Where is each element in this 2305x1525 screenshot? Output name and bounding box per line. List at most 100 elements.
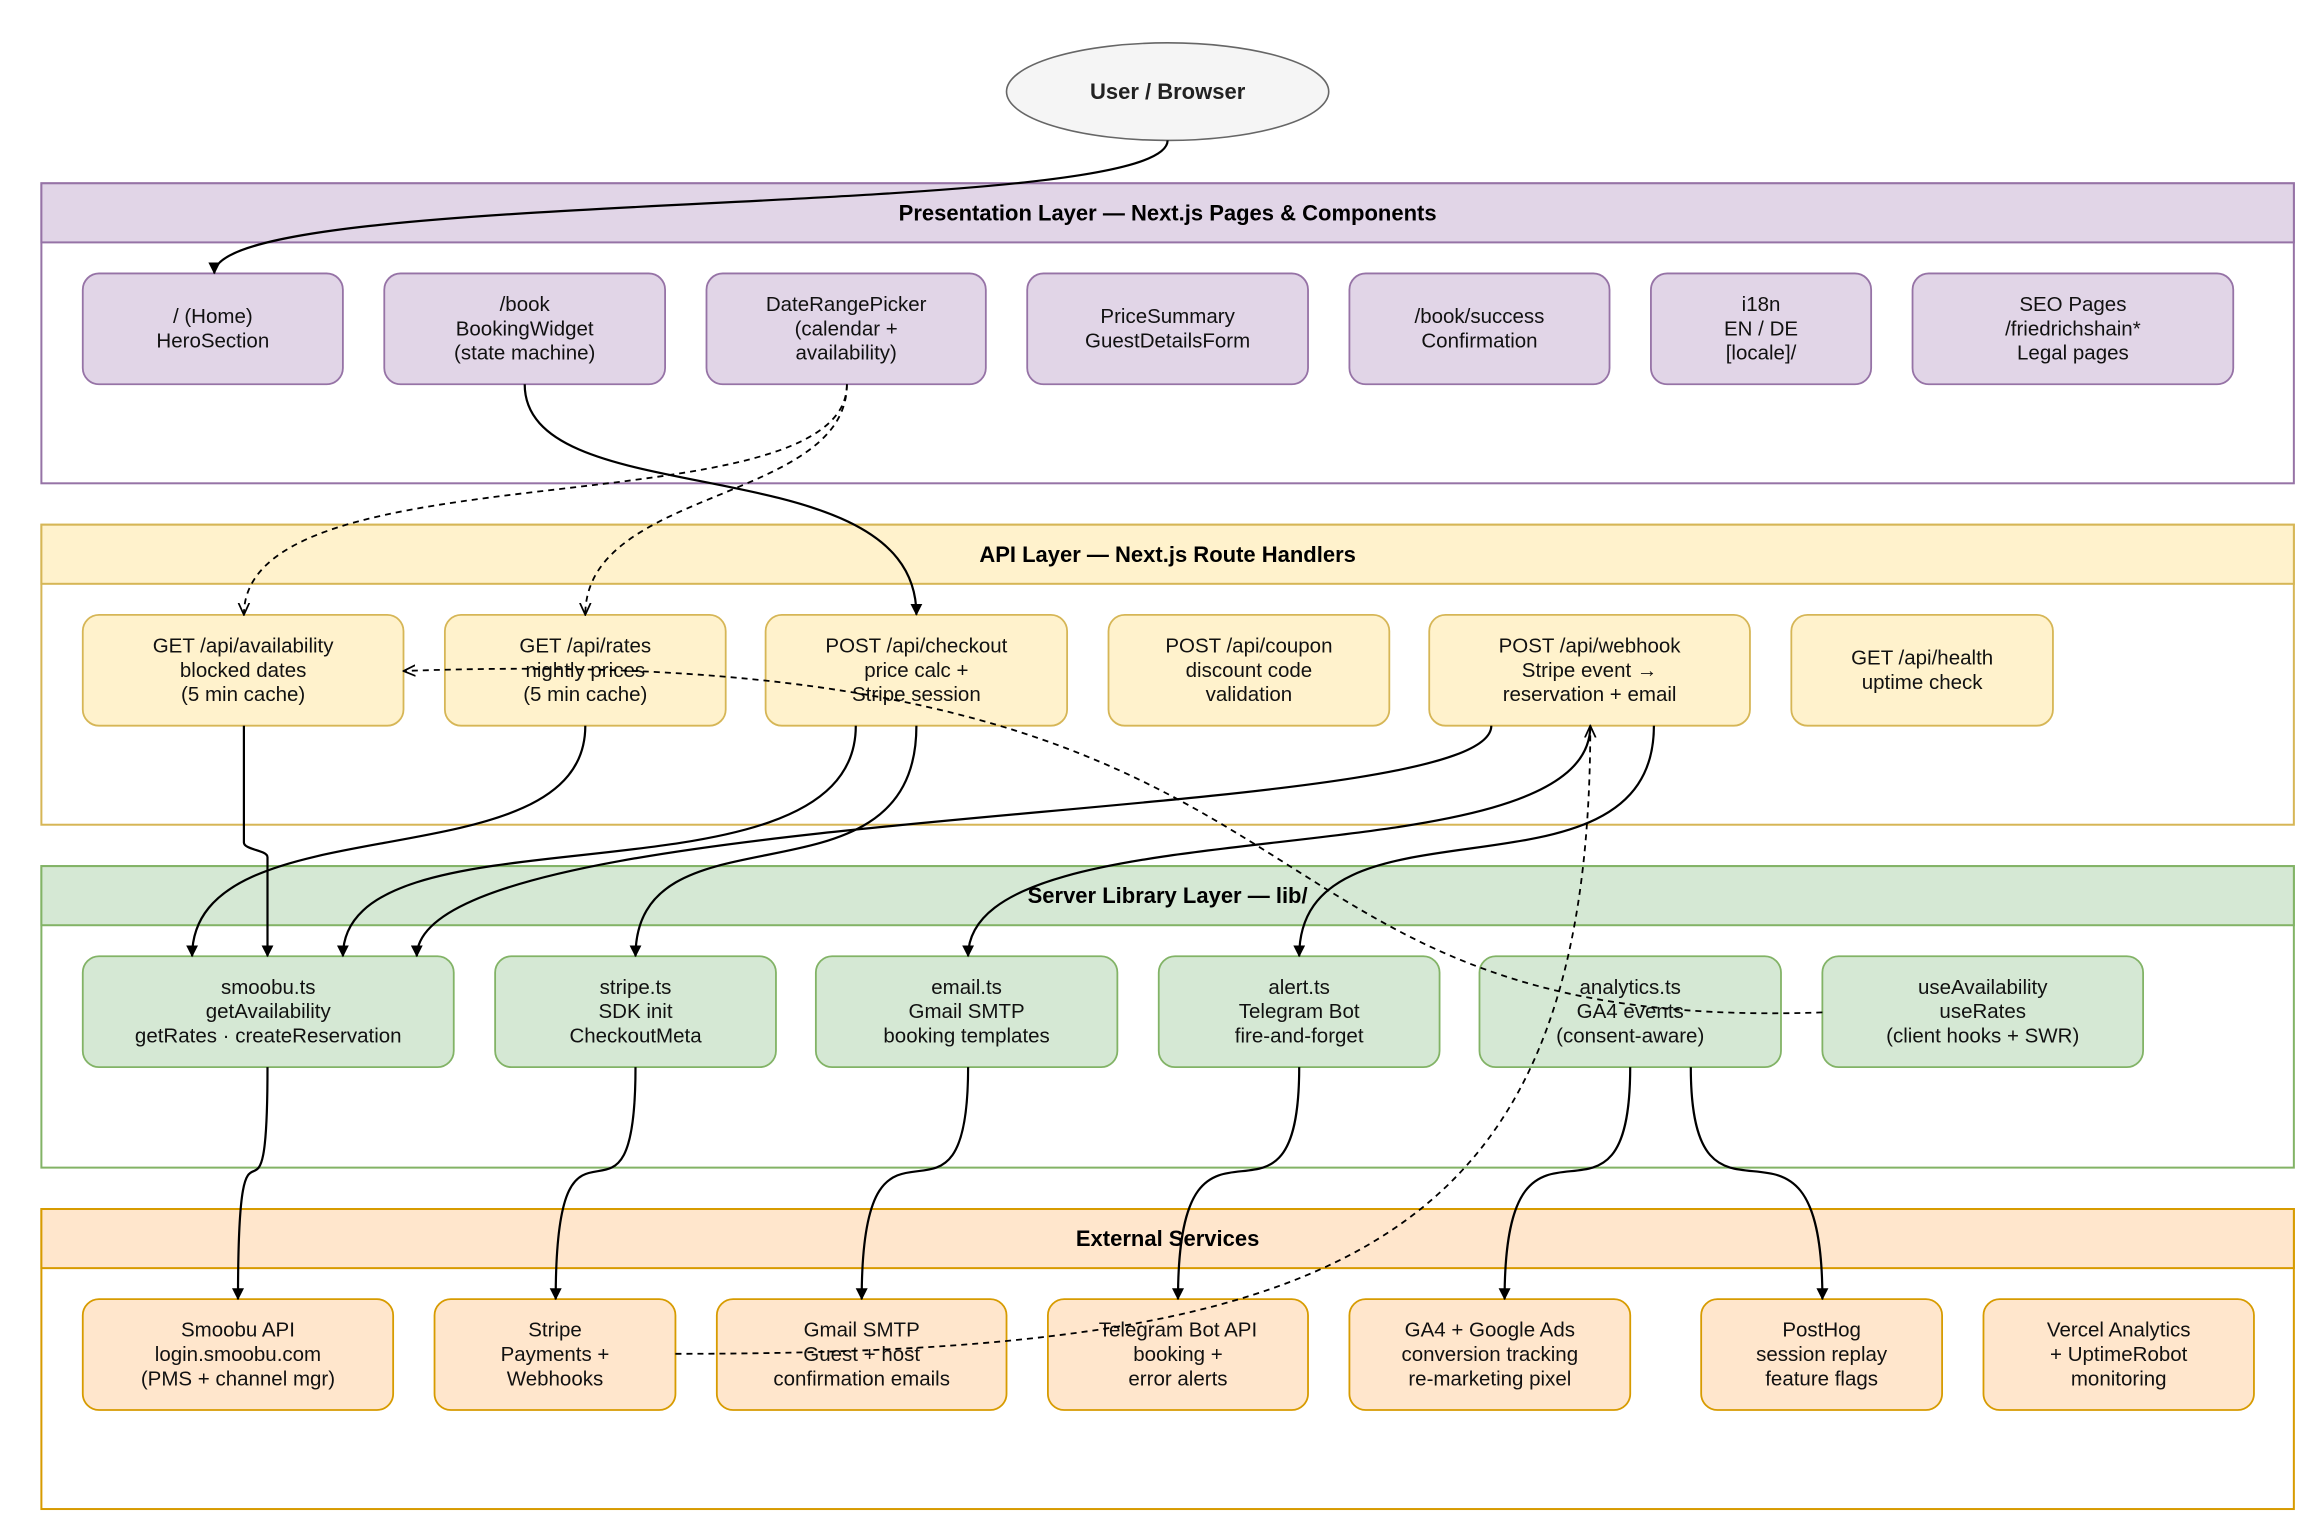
edge-webhook-to-alert [1293,725,1655,958]
layer-api: API Layer — Next.js Route Handlers [40,523,2295,826]
node-rates-line-1: nightly prices [525,659,645,682]
node-posthog-line-2: feature flags [1765,1367,1878,1390]
node-availability-line-1: blocked dates [180,659,307,682]
node-smoobu-line-0: smoobu.ts [221,976,316,999]
node-daterange-line-1: (calendar + [795,317,898,340]
node-availability-line-0: GET /api/availability [153,634,335,657]
node-smoobuapi-line-0: Smoobu API [181,1319,295,1342]
node-seo[interactable]: SEO Pages/friedrichshain*Legal pages [1911,272,2235,386]
node-stripesvc-line-0: Stripe [528,1319,582,1342]
node-smoobuapi-line-2: (PMS + channel mgr) [141,1367,335,1390]
node-stripe-line-1: SDK init [599,1000,673,1023]
layer-external: External Services [40,1208,2295,1511]
edge-checkout-to-smoobu [336,725,857,958]
node-health-line-1: uptime check [1862,671,1984,694]
node-booksuccess-line-1: Confirmation [1421,330,1537,353]
node-seo-line-2: Legal pages [2017,342,2129,365]
edge-smoobu-to-smoobuapi [232,1067,269,1301]
node-alert-line-2: fire-and-forget [1235,1025,1364,1048]
node-rates-line-2: (5 min cache) [523,683,647,706]
node-coupon-line-1: discount code [1186,659,1313,682]
layer-external-header [40,1208,2295,1270]
node-checkout-line-2: Stripe session [852,683,981,706]
node-telegram-line-1: booking + [1133,1343,1222,1366]
edge-webhook-to-email [962,725,1592,958]
node-email-line-2: booking templates [883,1025,1049,1048]
node-smoobuapi-line-1: login.smoobu.com [155,1343,321,1366]
node-daterange-line-0: DateRangePicker [766,293,927,316]
node-hooks-line-0: useAvailability [1918,976,2048,999]
node-vercel-line-0: Vercel Analytics [2047,1319,2191,1342]
edge-daterange-to-rates [585,384,848,615]
user-browser-node[interactable]: User / Browser [1005,42,1330,142]
layer-lib-header [40,865,2295,927]
node-i18n-line-0: i18n [1742,293,1781,316]
edge-stripesvc-to-webhook [675,726,1590,1355]
edge-webhook-to-smoobu [410,725,1493,958]
node-stripesvc-line-2: Webhooks [507,1367,603,1390]
node-daterange[interactable]: DateRangePicker(calendar +availability) [705,272,987,386]
node-email-line-1: Gmail SMTP [909,1000,1025,1023]
layer-api-title: API Layer — Next.js Route Handlers [979,542,1356,567]
node-book-line-1: BookingWidget [456,317,594,340]
edge-analytics-to-posthog [1689,1067,1829,1301]
node-i18n-line-2: [locale]/ [1726,342,1797,365]
node-webhook-line-2: reservation + email [1503,683,1677,706]
node-analytics-line-1: GA4 events [1577,1000,1684,1023]
node-alert-line-0: alert.ts [1268,976,1330,999]
node-gmail-line-0: Gmail SMTP [804,1319,920,1342]
node-home-line-1: HeroSection [156,330,269,353]
node-ga4-line-0: GA4 + Google Ads [1405,1319,1575,1342]
node-home-line-0: / (Home) [173,305,253,328]
node-vercel-line-2: monitoring [2071,1367,2167,1390]
node-pricesummary-line-0: PriceSummary [1100,305,1235,328]
node-posthog-line-0: PostHog [1782,1319,1861,1342]
node-vercel-line-1: + UptimeRobot [2050,1343,2188,1366]
node-gmail-line-2: confirmation emails [773,1367,950,1390]
layer-external-title: External Services [1076,1226,1259,1251]
node-gmail-line-1: Guest + host [803,1343,920,1366]
edge-availability-to-smoobu [242,725,274,958]
node-i18n-line-1: EN / DE [1724,317,1798,340]
node-seo-line-1: /friedrichshain* [2005,317,2141,340]
node-stripe-line-2: CheckoutMeta [569,1025,702,1048]
node-telegram-line-0: Telegram Bot API [1099,1319,1257,1342]
edge-user-to-home [208,140,1169,275]
node-hooks-line-2: (client hooks + SWR) [1886,1025,2079,1048]
node-email-line-0: email.ts [931,976,1002,999]
node-ga4-line-1: conversion tracking [1402,1343,1579,1366]
node-home[interactable]: / (Home)HeroSection [81,272,344,386]
edge-stripe-to-stripesvc [549,1067,637,1301]
layer-api-header [40,523,2295,585]
node-telegram-line-2: error alerts [1128,1367,1227,1390]
node-seo-line-0: SEO Pages [2019,293,2126,316]
node-daterange-line-2: availability) [795,342,896,365]
node-smoobu-line-1: getAvailability [206,1000,332,1023]
node-webhook-line-1: Stripe event → [1522,659,1658,682]
